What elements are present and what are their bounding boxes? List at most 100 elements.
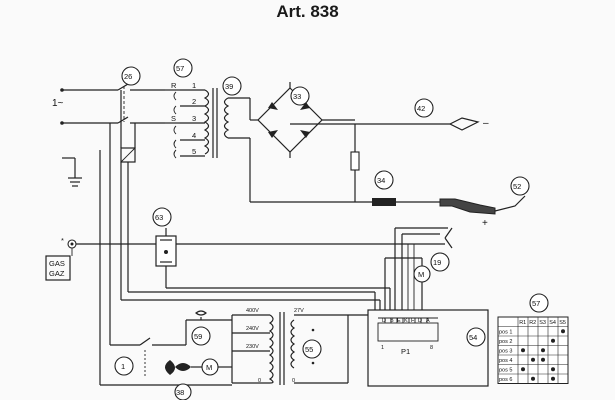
table-column-header: R2 [529,320,536,326]
diagram-title: Art. 838 [276,2,339,21]
ref-55: 55 [302,339,322,359]
table-row-label: pos 3 [499,349,512,355]
bridge-rectifier-33 [249,87,323,202]
table-column-header: S4 [549,320,556,326]
svg-text:39: 39 [225,82,233,91]
dc-output [250,82,450,203]
table-mark [561,329,565,334]
thermostat-59 [185,310,232,345]
table-mark [521,367,525,372]
tap-0-primary: 0 [258,378,261,384]
table-mark [551,376,555,381]
table-mark [551,367,555,372]
table-mark [541,348,545,353]
tap-400v: 400V [246,308,259,314]
tap-3: 3 [192,114,196,123]
tap-0-secondary: 0 [292,378,295,384]
pcb-pin-right: 8 [430,345,433,351]
svg-text:34: 34 [377,176,385,185]
selector-switch-57: R S [165,81,205,159]
svg-text:38: 38 [176,388,184,397]
control-board-54: D B E K F D A 1 P1 8 [367,309,489,387]
table-row-label: pos 4 [499,358,512,364]
gaz-label: GAZ [49,269,65,278]
table-row-label: pos 5 [499,368,512,374]
ref-38: 38 [174,383,192,400]
position-table-frame [497,316,569,384]
svg-text:52: 52 [513,182,521,191]
choke-34 [372,198,440,206]
terminal-k: K [404,318,408,324]
tap-5: 5 [192,147,196,156]
ref-57-table: 57 [529,293,549,313]
tap-2: 2 [192,97,196,106]
table-row-label: pos 1 [499,330,512,336]
table-mark [521,348,525,353]
tap-4: 4 [192,131,196,140]
tap-27v: 27V [294,308,304,314]
fan-motor-38: M [165,358,232,376]
ground-icon [62,157,82,187]
terminal-d2: D [418,318,422,324]
terminal-a: A [426,318,430,324]
table-mark [541,357,545,362]
svg-text:26: 26 [124,72,132,81]
table-column-header: S5 [559,320,566,326]
terminal-d: D [382,318,386,324]
tap-numbers: 1 2 3 4 5 [192,81,196,156]
terminal-b: B [390,318,394,324]
svg-text:57: 57 [532,299,540,308]
main-transformer-39 [203,88,250,158]
reference-bubbles: 57 26 39 33 42 34 52 63 19 59 55 54 1 38… [114,58,549,400]
svg-text:1: 1 [121,362,125,371]
svg-text:54: 54 [469,333,477,342]
svg-text:63: 63 [155,213,163,222]
ref-57: 57 [173,58,193,78]
table-mark [551,338,555,343]
ref-42: 42 [414,98,434,118]
tap-1: 1 [192,81,196,90]
svg-text:42: 42 [417,104,425,113]
ref-19: 19 [430,252,450,272]
table-row-label: pos 2 [499,339,512,345]
trigger-wires [394,227,448,310]
fan-motor-symbol: M [206,363,212,372]
plus-sign: + [482,218,488,229]
motor-symbol: M [418,270,424,279]
tap-240v: 240V [246,326,259,332]
ref-63: 63 [152,207,172,227]
gas-solenoid-63 [155,228,177,274]
phase-label: 1~ [52,98,64,109]
svg-text:19: 19 [433,258,441,267]
gas-star: * [61,236,64,245]
gas-label: GAS [49,259,65,268]
fan-motor-19: M [384,257,431,310]
svg-text:33: 33 [293,92,301,101]
switch-letter-s: S [171,114,176,123]
table-row-label: pos 6 [499,377,512,383]
ref-33: 33 [290,86,310,106]
ref-26: 26 [121,66,141,86]
ref-59: 59 [191,326,211,346]
tap-230v: 230V [246,344,259,350]
table-column-header: S3 [539,320,546,326]
terminal-f: F [411,318,415,324]
ref-52: 52 [510,176,530,196]
main-switch-26 [117,83,165,163]
mains-input: 1~ [52,88,118,125]
terminal-e: E [397,318,401,324]
earth-clamp-42: – [448,117,489,131]
table-mark [531,357,535,362]
ref-1: 1 [114,356,134,376]
welding-torch-52: + [439,195,526,229]
pcb-pin-left: 1 [381,345,384,351]
minus-sign: – [483,118,489,129]
svg-text:59: 59 [194,332,202,341]
table-column-header: R1 [519,320,526,326]
ref-54: 54 [466,327,486,347]
pcb-label: P1 [401,347,410,356]
switch-letter-r: R [171,81,177,90]
